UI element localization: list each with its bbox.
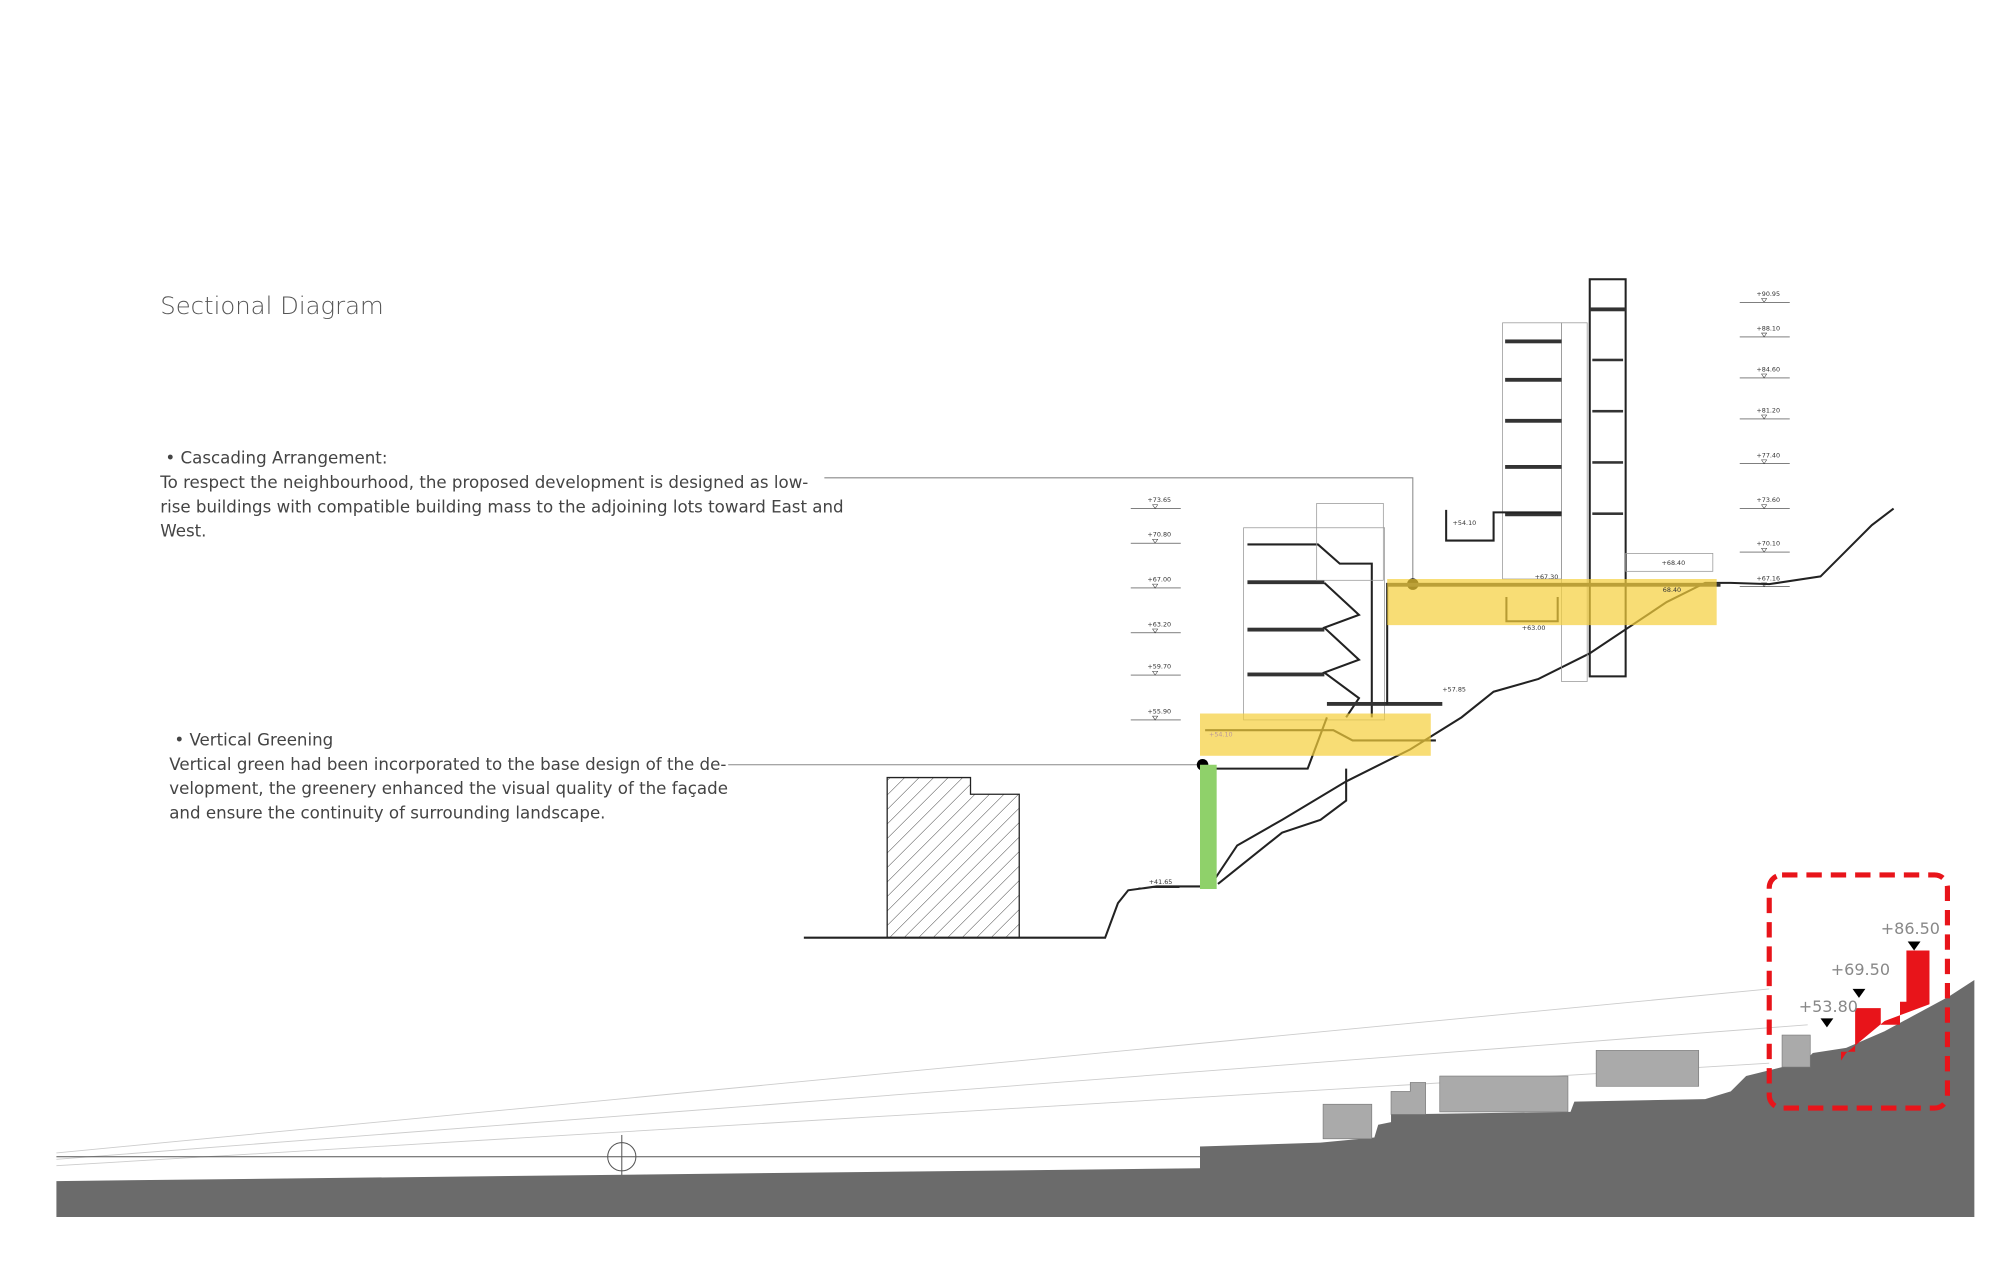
level-markers-left: +73.65 +70.80 +67.00 +63.20 +59.70 +55.90 (1130, 496, 1181, 721)
level-marker-icon (1152, 715, 1159, 721)
site-level-label: +53.80 (1799, 997, 1858, 1016)
level-label: +68.40 (1662, 559, 1686, 567)
level-label: +70.80 (1147, 531, 1171, 539)
note-line: West. (160, 522, 206, 541)
note-cascading: • Cascading Arrangement: To respect the … (159, 449, 843, 541)
proposed-development-red (1841, 950, 1930, 1061)
level-label: +63.00 (1522, 624, 1546, 632)
level-label: +54.10 (1209, 731, 1233, 739)
ground-mass (56, 979, 1975, 1217)
level-marker-icon (1152, 670, 1159, 676)
level-label: +90.95 (1756, 290, 1780, 298)
level-label: +67.16 (1756, 574, 1780, 582)
level-label: +63.20 (1147, 620, 1171, 628)
note-greening: • Vertical Greening Vertical green had b… (169, 731, 728, 823)
note-line: To respect the neighbourhood, the propos… (159, 473, 808, 492)
level-label: +81.20 (1756, 406, 1780, 414)
level-marker-icon (1761, 582, 1768, 588)
neighbour-building (886, 776, 1020, 939)
note-heading: • Vertical Greening (174, 731, 333, 750)
level-marker-icon (1820, 1018, 1834, 1028)
level-marker-icon (1152, 583, 1159, 589)
lower-building (1205, 503, 1443, 885)
note-line: velopment, the greenery enhanced the vis… (169, 779, 728, 798)
level-label: +84.60 (1756, 365, 1780, 373)
level-label: +73.60 (1756, 496, 1780, 504)
level-label: +70.10 (1756, 540, 1780, 548)
focus-frame (1766, 872, 1951, 1111)
level-label: +59.70 (1147, 663, 1171, 671)
level-marker-icon (1852, 988, 1866, 998)
site-level-label: +86.50 (1881, 919, 1940, 938)
level-label: +77.40 (1756, 451, 1780, 459)
level-label: +41.65 (1149, 878, 1173, 886)
level-marker-icon (1761, 298, 1768, 303)
note-heading: • Cascading Arrangement: (165, 449, 387, 468)
site-section: +86.50 +69.50 +53.80 (56, 872, 1975, 1217)
level-marker-icon (1152, 504, 1159, 510)
level-marker-icon (1152, 539, 1159, 544)
level-label: +73.65 (1147, 496, 1171, 504)
level-label: +67.30 (1535, 573, 1559, 581)
vertical-greening-wall (1200, 764, 1217, 890)
level-marker-icon (1761, 459, 1768, 465)
level-marker-icon (1761, 414, 1768, 420)
level-label: +54.10 (1453, 519, 1477, 527)
note-line: and ensure the continuity of surrounding… (169, 804, 605, 823)
note-line: Vertical green had been incorporated to … (169, 755, 726, 774)
level-marker-icon (1152, 628, 1159, 634)
level-label: +88.10 (1756, 325, 1780, 333)
level-label: 68.40 (1663, 586, 1681, 594)
level-label: +55.90 (1147, 708, 1171, 716)
level-marker-icon (1761, 548, 1768, 553)
level-markers-right: +90.95 +88.10 +84.60 +81.20 +77.40 +73.60 +70.… (1739, 290, 1790, 588)
site-level-label: +69.50 (1831, 960, 1890, 979)
highlight-upper-connection (1387, 579, 1717, 626)
page-title: Sectional Diagram (160, 291, 383, 320)
level-label: +67.00 (1147, 576, 1171, 584)
level-marker-icon (1907, 941, 1921, 951)
terrain-profile (803, 507, 1895, 939)
level-marker-icon (1761, 504, 1768, 510)
note-line: rise buildings with compatible building … (160, 497, 843, 516)
level-label: +57.85 (1442, 686, 1466, 694)
level-marker-icon (1761, 373, 1768, 379)
leader-line-cascading (824, 477, 1414, 585)
highlight-lower-connection (1200, 713, 1431, 756)
level-marker-icon (1761, 332, 1768, 338)
